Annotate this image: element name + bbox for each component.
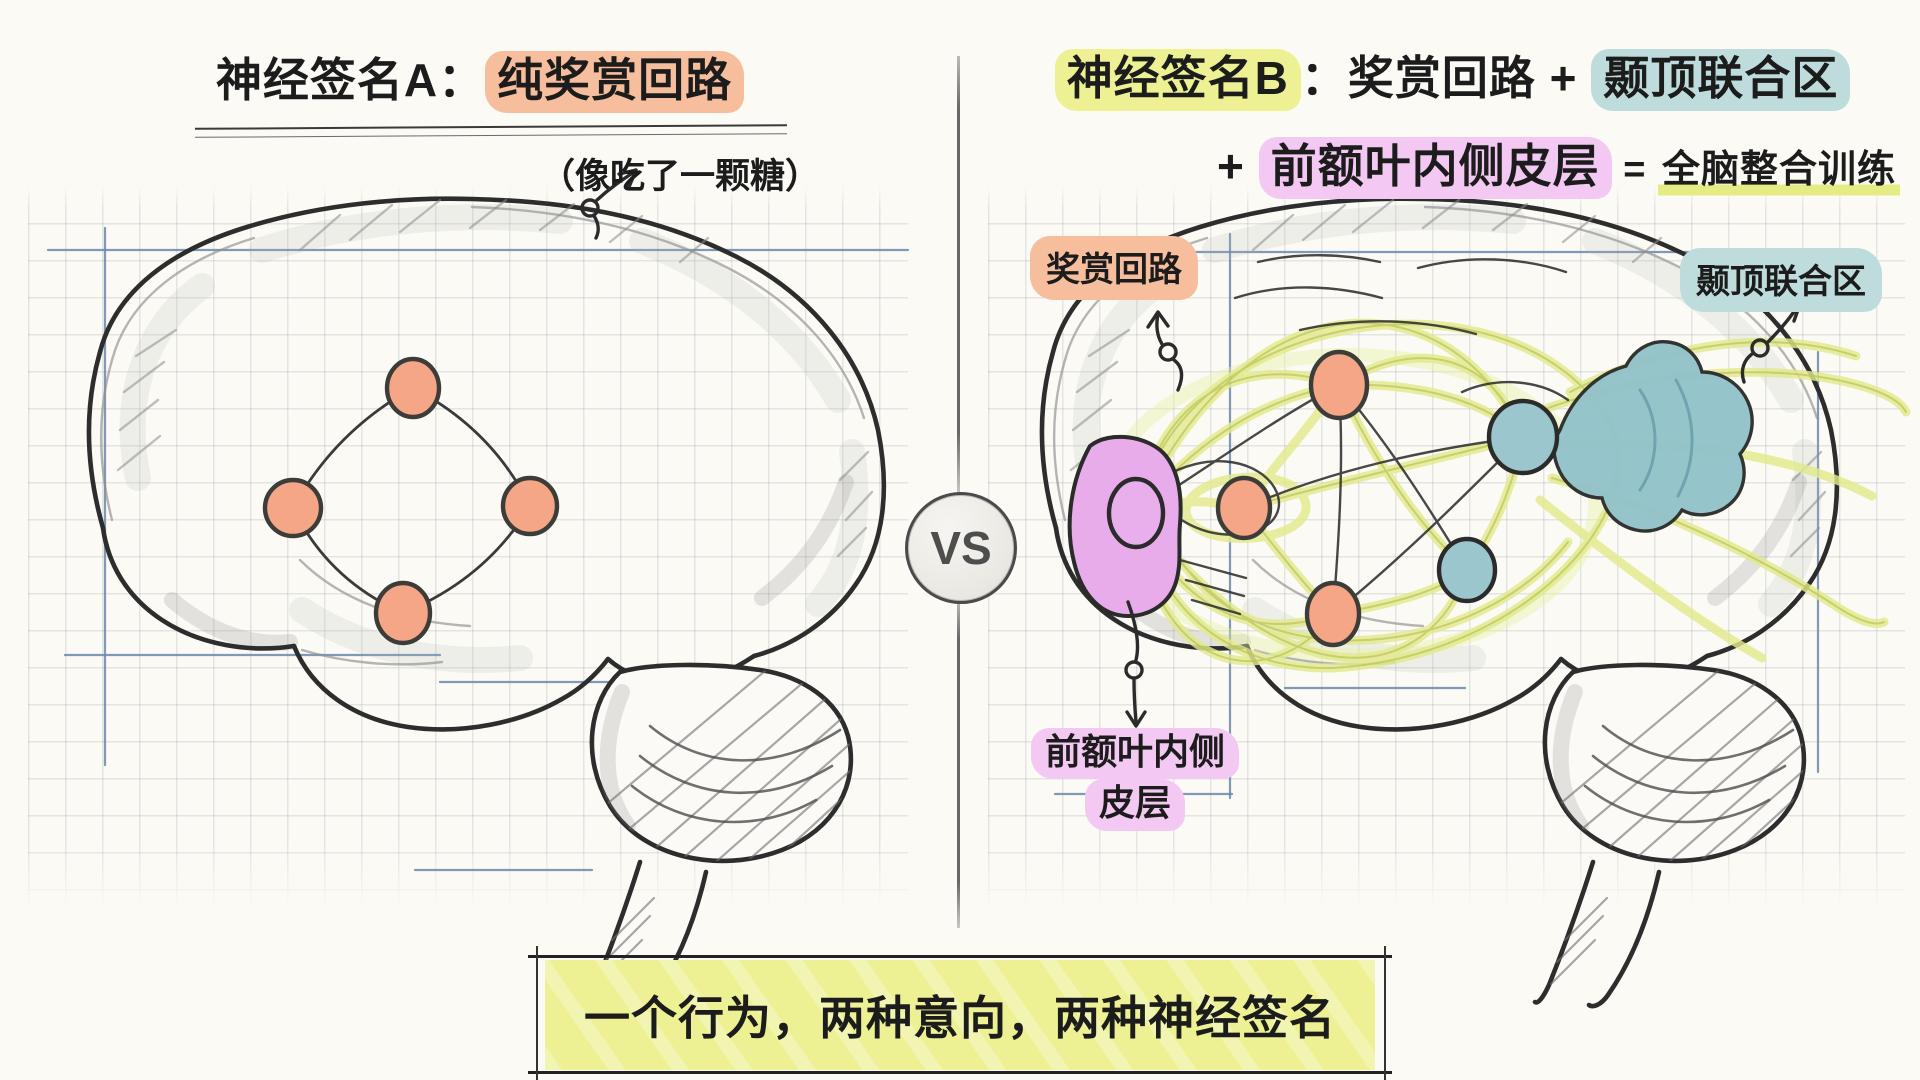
mpfc-node bbox=[1106, 476, 1166, 550]
reward-node-right bbox=[500, 475, 560, 537]
left-subtitle: （像吃了一颗糖） bbox=[539, 157, 820, 196]
right-title-line1: 神经签名B：奖赏回路 + 颞顶联合区 bbox=[1000, 42, 1905, 111]
bottom-banner: 一个行为，两种意向，两种神经签名 bbox=[545, 960, 1375, 1070]
left-reward-circuit-diagram bbox=[262, 356, 560, 646]
right-title-result: 全脑整合训练 bbox=[1657, 149, 1900, 197]
left-title-prefix: 神经签名A： bbox=[215, 54, 486, 106]
reward-node-top bbox=[384, 356, 442, 420]
left-title-highlight: 纯奖赏回路 bbox=[485, 51, 745, 113]
left-title: 神经签名A：纯奖赏回路 bbox=[140, 44, 820, 113]
mpfc-label-line1: 前额叶内侧 bbox=[1030, 728, 1239, 780]
right-title-equals: = bbox=[1611, 149, 1658, 191]
mpfc-label-line2: 皮层 bbox=[1084, 779, 1185, 831]
left-subtitle-arrow-icon bbox=[580, 168, 638, 240]
tpj-region-blob bbox=[1552, 340, 1754, 533]
reward-node-bottom bbox=[373, 580, 433, 646]
reward-circuit-label: 奖赏回路 bbox=[1030, 236, 1198, 300]
center-divider-top bbox=[957, 56, 960, 494]
reward-node-bottom-right-brain bbox=[1304, 580, 1362, 648]
mpfc-label: 前额叶内侧 皮层 bbox=[1010, 728, 1260, 831]
banner-top-line bbox=[528, 955, 1392, 958]
tpj-node-upper bbox=[1486, 398, 1560, 476]
right-network-diagram bbox=[1067, 254, 1906, 668]
banner-right-tick bbox=[1384, 946, 1387, 1080]
tpj-label: 颞顶联合区 bbox=[1680, 248, 1882, 312]
reward-label-arrow-icon bbox=[1146, 310, 1184, 392]
left-brain-sketch bbox=[89, 199, 890, 1006]
right-title-tpj-highlight: 颞顶联合区 bbox=[1591, 49, 1851, 111]
banner-text: 一个行为，两种意向，两种神经签名 bbox=[584, 992, 1336, 1044]
right-title-line2: + 前额叶内侧皮层 = 全脑整合训练 bbox=[1080, 130, 1914, 199]
vs-badge: VS bbox=[905, 492, 1017, 604]
banner-left-tick bbox=[536, 946, 539, 1080]
mpfc-label-arrow-icon bbox=[1124, 600, 1147, 728]
reward-node-top-right-brain bbox=[1308, 349, 1370, 421]
tpj-node-lower bbox=[1436, 536, 1498, 604]
reward-node-left bbox=[262, 477, 324, 539]
reward-node-mid-right-brain bbox=[1215, 475, 1273, 541]
right-title-name-highlight: 神经签名B bbox=[1054, 49, 1301, 111]
center-divider-bottom bbox=[957, 600, 960, 928]
right-title-plus: + bbox=[1217, 140, 1259, 192]
right-title-mpfc-highlight: 前额叶内侧皮层 bbox=[1258, 137, 1612, 199]
banner-bottom-line bbox=[528, 1071, 1392, 1074]
right-title-mid: ：奖赏回路 + bbox=[1300, 52, 1578, 104]
